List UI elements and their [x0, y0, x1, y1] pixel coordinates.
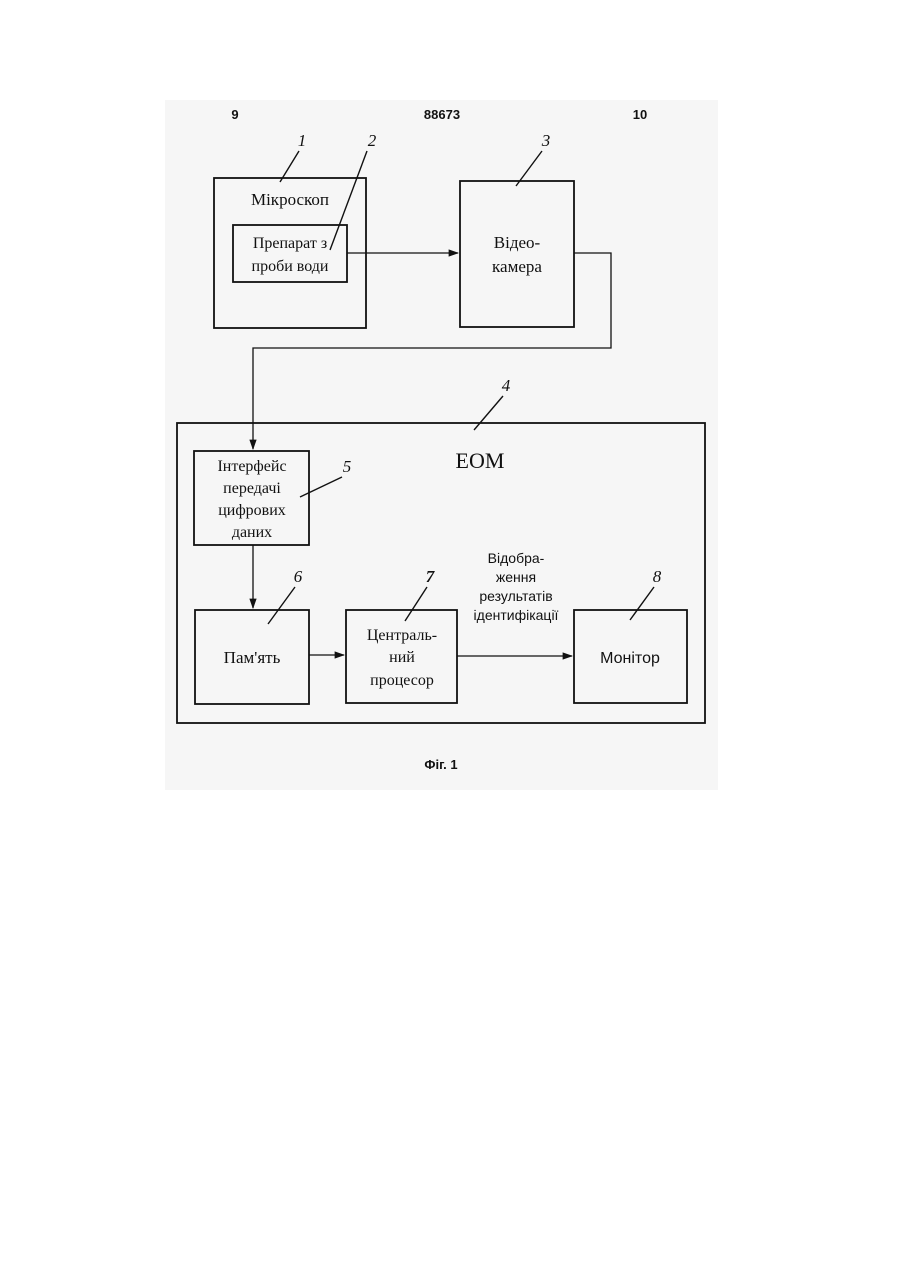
interface-label-line4: даних [232, 524, 272, 541]
interface-label-line2: передачі [223, 480, 281, 497]
video-camera-label-line2: камера [492, 257, 542, 276]
memory-label: Пам'ять [224, 648, 281, 667]
edge-label-line1: Відобра- [488, 550, 545, 566]
monitor-label: Монітор [600, 650, 660, 667]
ref-number-4: 4 [502, 376, 511, 395]
interface-label-line3: цифрових [218, 502, 286, 519]
ref-number-6: 6 [294, 567, 303, 586]
page-number-right: 10 [633, 107, 647, 122]
patent-number: 88673 [424, 107, 460, 122]
ref-number-5: 5 [343, 457, 352, 476]
sample-label-line2: проби води [252, 258, 329, 275]
ref-number-3: 3 [541, 131, 551, 150]
interface-label-line1: Інтерфейс [217, 458, 286, 475]
page-number-left: 9 [231, 107, 238, 122]
ref-number-8: 8 [653, 567, 662, 586]
cpu-label-line3: процесор [370, 672, 434, 689]
edge-label-line4: ідентифікації [474, 607, 559, 623]
sample-label-line1: Препарат з [253, 235, 327, 252]
edge-label-line3: результатів [479, 588, 552, 604]
microscope-label: Мікроскоп [251, 190, 329, 209]
figure-caption: Фіг. 1 [424, 757, 457, 772]
scan-background [165, 100, 718, 790]
cpu-label-line1: Централь- [367, 627, 437, 644]
ref-number-1: 1 [298, 131, 307, 150]
ref-number-2: 2 [368, 131, 377, 150]
computer-label: ЕОМ [456, 448, 505, 473]
edge-label-line2: ження [496, 569, 536, 585]
video-camera-label-line1: Відео- [494, 233, 541, 252]
cpu-label-line2: ний [389, 649, 415, 666]
